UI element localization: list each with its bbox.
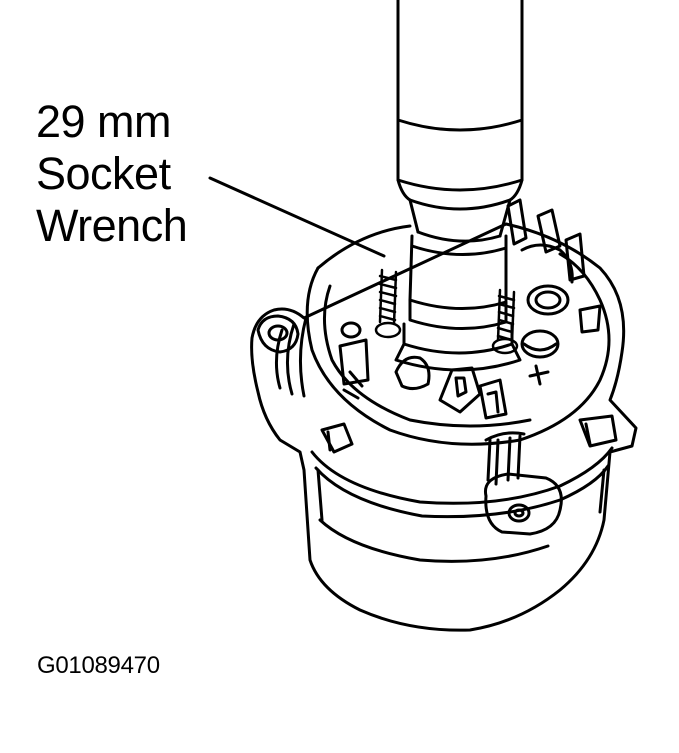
callout-line-wrench: Wrench xyxy=(36,200,188,251)
leader-line xyxy=(208,176,386,258)
figure-id: G01089470 xyxy=(37,652,160,679)
pulley-nut xyxy=(394,322,522,372)
socket-wrench xyxy=(396,0,524,330)
callout-label: 29 mm Socket Wrench xyxy=(36,96,188,252)
alternator xyxy=(250,222,638,632)
terminal-block xyxy=(506,198,602,359)
callout-line-size: 29 mm xyxy=(36,96,172,147)
cover-details xyxy=(338,321,550,420)
mounting-studs xyxy=(374,268,519,355)
callout-line-socket: Socket xyxy=(36,148,171,199)
